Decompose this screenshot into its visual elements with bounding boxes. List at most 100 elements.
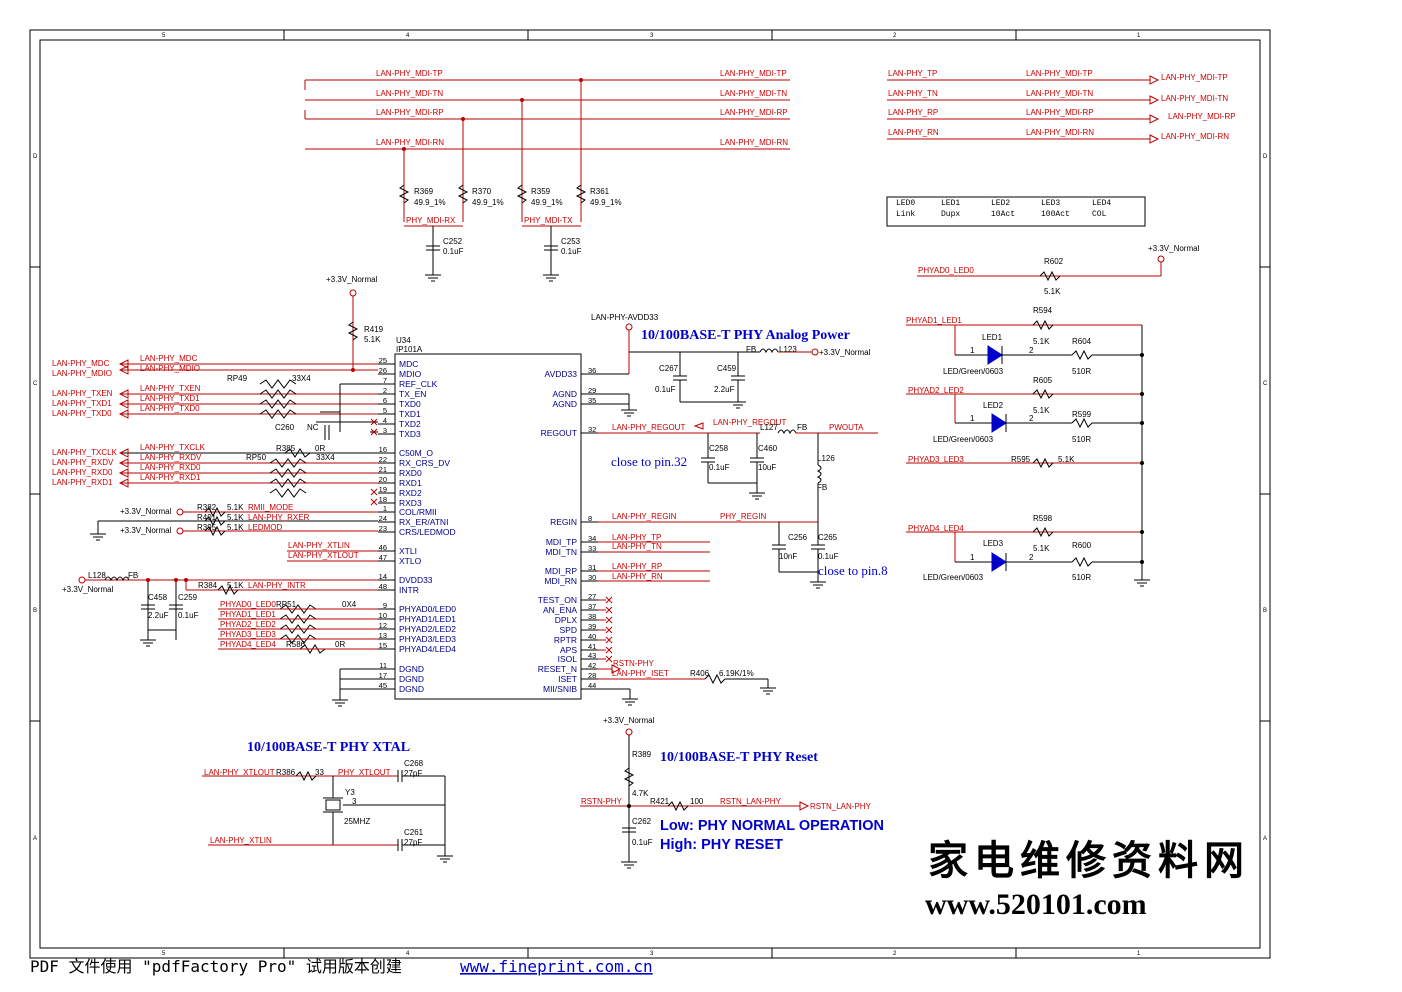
ic-pin-number: 1 (383, 504, 387, 513)
ic-pin-name: RXD1 (399, 478, 422, 488)
ic-pin-name: REGOUT (541, 428, 577, 438)
ic-pin-number: 22 (379, 455, 387, 464)
footer-link[interactable]: www.fineprint.com.cn (460, 957, 653, 976)
net-label: LAN-PHY_MDI-RN (1026, 128, 1094, 137)
part-ref: L127 (760, 423, 778, 432)
net-label: PHYAD1_LED1 (906, 316, 962, 325)
net-label: LAN-PHY_RXER (248, 513, 310, 522)
offpage-port: LAN-PHY_MDI-TN (1161, 94, 1228, 103)
power-label: +3.3V_Normal (62, 585, 114, 594)
part-ref: C258 (709, 444, 729, 453)
ground-icon (425, 274, 559, 282)
net-label: PHYAD0_LED0 (220, 600, 276, 609)
part-value: 27pF (404, 838, 422, 847)
ic-pin-name: TXD0 (399, 399, 421, 409)
ic-pin-number: 19 (379, 485, 387, 494)
power-label: +3.3V_Normal (819, 348, 871, 357)
ic-pin-name: C50M_O (399, 448, 433, 458)
part-ref: C259 (178, 593, 198, 602)
ic-pin-number: 37 (588, 602, 596, 611)
part-value: NC (307, 423, 319, 432)
net-label: LAN-PHY_REGIN (612, 512, 677, 521)
net-label: LAN-PHY_TN (888, 89, 938, 98)
resistor-pack-symbols (259, 379, 326, 654)
net-label: PHYAD3_LED3 (220, 630, 276, 639)
part-value: 5.1K (227, 513, 244, 522)
part-value: 33X4 (292, 374, 311, 383)
ic-pin-name: AVDD33 (545, 369, 578, 379)
led-table-cell: 100Act (1041, 210, 1070, 219)
ic-pin-name: RXD2 (399, 488, 422, 498)
part-value: 49.9_1% (531, 198, 563, 207)
ic-pin-name: TXD1 (399, 409, 421, 419)
net-label: PHY_XTLOUT (338, 768, 391, 777)
ic-pin-number: 10 (379, 611, 387, 620)
ic-pin-number: 2 (383, 386, 387, 395)
port-label: LAN-PHY_RXD1 (52, 478, 113, 487)
net-label: PHYAD4_LED4 (220, 640, 276, 649)
part-ref: LED1 (982, 333, 1003, 342)
col-label: 2 (893, 951, 897, 957)
ic-pin-number: 33 (588, 544, 596, 553)
capacitor-symbols (426, 245, 558, 251)
led-table-header: LED0 (896, 199, 915, 208)
ic-pin-number: 42 (588, 661, 596, 670)
part-value: 49.9_1% (414, 198, 446, 207)
net-label: LAN-PHY_TXCLK (140, 443, 206, 452)
ic-pin-name: DGND (399, 674, 424, 684)
net-label: LAN-PHY_MDIO (140, 364, 200, 373)
part-ref: L128 (88, 571, 106, 580)
section-heading: 10/100BASE-T PHY XTAL (247, 740, 410, 755)
col-label: 5 (162, 33, 166, 39)
part-ref: R370 (472, 187, 492, 196)
net-label: LAN-PHY_TP (888, 69, 937, 78)
col-label: 5 (162, 951, 166, 957)
led-table-cell: COL (1092, 210, 1107, 219)
ic-pin-name: MDI_RP (545, 566, 577, 576)
net-label: LAN-PHY_INTR (248, 581, 306, 590)
net-label: LAN-PHY_RN (888, 128, 939, 137)
part-value: 0R (335, 640, 345, 649)
ic-pin-name: MDIO (399, 369, 422, 379)
part-ref: RP51 (276, 600, 297, 609)
part-value: FB (746, 345, 756, 354)
part-ref: Y3 (345, 788, 355, 797)
ic-pin-name: MDI_TN (545, 547, 577, 557)
ic-pin-number: 39 (588, 622, 596, 631)
offpage-port: LAN-PHY_MDI-RN (1161, 132, 1229, 141)
part-ref: C458 (148, 593, 168, 602)
net-label: LAN-PHY_MDI-TN (376, 89, 443, 98)
ic-body (394, 353, 582, 700)
pin-num: 1 (970, 414, 975, 423)
part-value: 5.1K (1058, 455, 1075, 464)
net-label: LAN-PHY_XTLOUT (204, 768, 275, 777)
pin-num: 3 (352, 797, 357, 806)
part-ref: L126 (817, 454, 835, 463)
part-ref: R419 (364, 325, 384, 334)
ic-pin-number: 27 (588, 592, 596, 601)
ic-pin-number: 47 (379, 553, 387, 562)
net-label: RSTN_LAN-PHY (720, 797, 782, 806)
net-label: LAN-PHY_RXDV (140, 453, 202, 462)
footer-text: PDF 文件使用 "pdfFactory Pro" 试用版本创建 (30, 957, 402, 976)
part-ref: R385 (276, 444, 296, 453)
ic-pin-name: DGND (399, 664, 424, 674)
col-label: 1 (1137, 951, 1141, 957)
ic-pin-number: 48 (379, 582, 387, 591)
ic-pin-number: 6 (383, 396, 387, 405)
port-arrow-icon (118, 359, 129, 488)
ic-pin-name: MDI_RN (544, 576, 577, 586)
part-value: 510R (1072, 435, 1091, 444)
ic-pin-number: 3 (383, 426, 387, 435)
ic-pin-name: PHYAD0/LED0 (399, 604, 456, 614)
part-value: 100 (690, 797, 704, 806)
phyad-wires (218, 608, 378, 650)
net-label: PHYAD3_LED3 (908, 455, 964, 464)
row-label: D (1263, 154, 1268, 160)
net-label: LAN-PHY_MDI-RN (376, 138, 444, 147)
net-label: LAN-PHY_MDC (140, 354, 198, 363)
ic-pin-name: INTR (399, 585, 419, 595)
part-value: 0R (315, 444, 325, 453)
ic-pin-number: 23 (379, 524, 387, 533)
part-ref: C262 (632, 817, 652, 826)
